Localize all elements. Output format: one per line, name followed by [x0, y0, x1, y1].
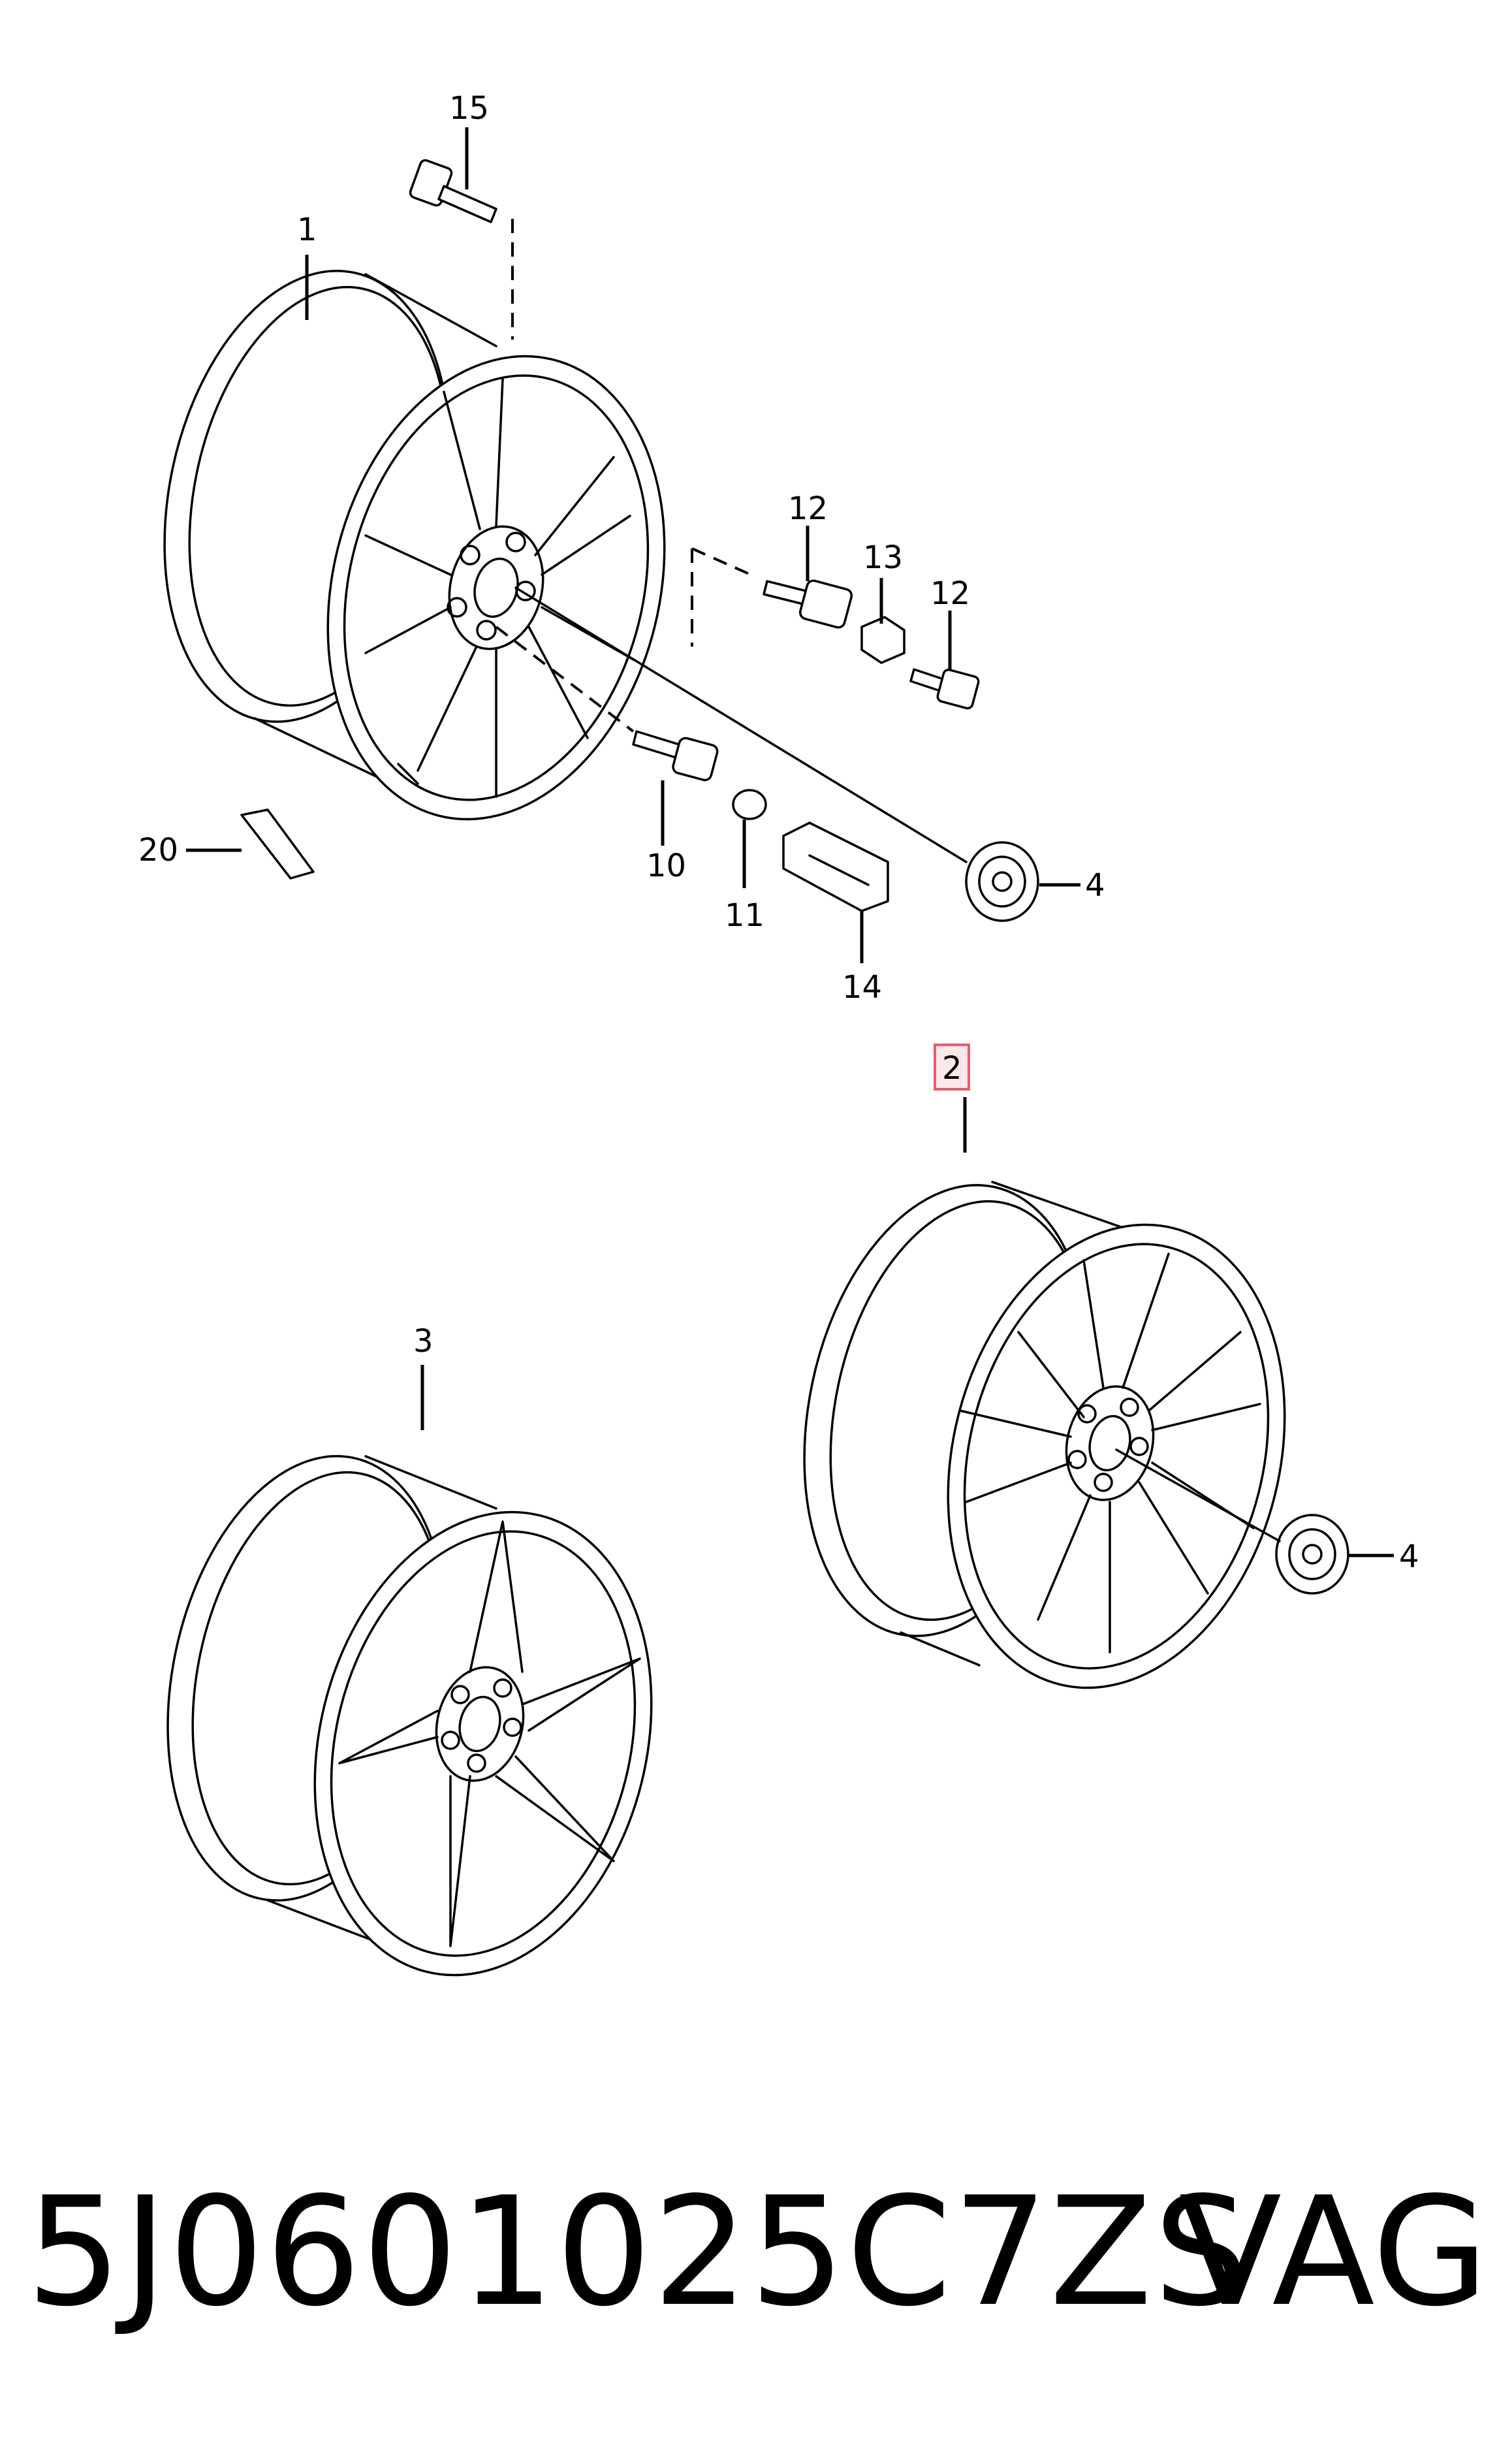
nut-13-drawing	[860, 616, 906, 664]
wheel-3-drawing	[166, 1455, 653, 1977]
wheel-1-drawing	[163, 270, 666, 821]
callout-13: 13	[863, 539, 903, 576]
brand-label: VAG	[1178, 2165, 1488, 2340]
callout-20: 20	[138, 832, 178, 869]
callout-10: 10	[646, 848, 686, 884]
callout-12-upper: 12	[788, 490, 828, 527]
callout-14: 14	[842, 969, 882, 1006]
callout-4-lower: 4	[1399, 1539, 1419, 1575]
callout-1: 1	[297, 212, 317, 248]
part-number: 5J0601025C7ZS	[26, 2165, 1250, 2340]
callout-3: 3	[413, 1323, 433, 1360]
footer: 5J0601025C7ZS VAG	[26, 2155, 1488, 2351]
callout-2-highlight	[934, 1044, 970, 1091]
callout-15: 15	[449, 90, 489, 127]
wheel-2-drawing	[803, 1181, 1286, 1689]
callout-11: 11	[725, 897, 764, 934]
hubcap-4b-drawing	[1275, 1514, 1349, 1595]
callout-4-upper: 4	[1085, 867, 1105, 904]
bolt-12a-drawing	[763, 579, 853, 629]
valve-15-drawing	[409, 159, 514, 340]
tool-14-drawing	[782, 822, 889, 912]
hubcap-4a-drawing	[965, 841, 1039, 922]
callout-2: 2	[942, 1050, 962, 1087]
callout-12-lower: 12	[930, 575, 970, 612]
bolt-10-drawing	[632, 730, 719, 782]
bolt-12b-drawing	[909, 668, 980, 710]
weight-20-drawing	[240, 808, 315, 880]
cap-11-drawing	[732, 789, 767, 820]
